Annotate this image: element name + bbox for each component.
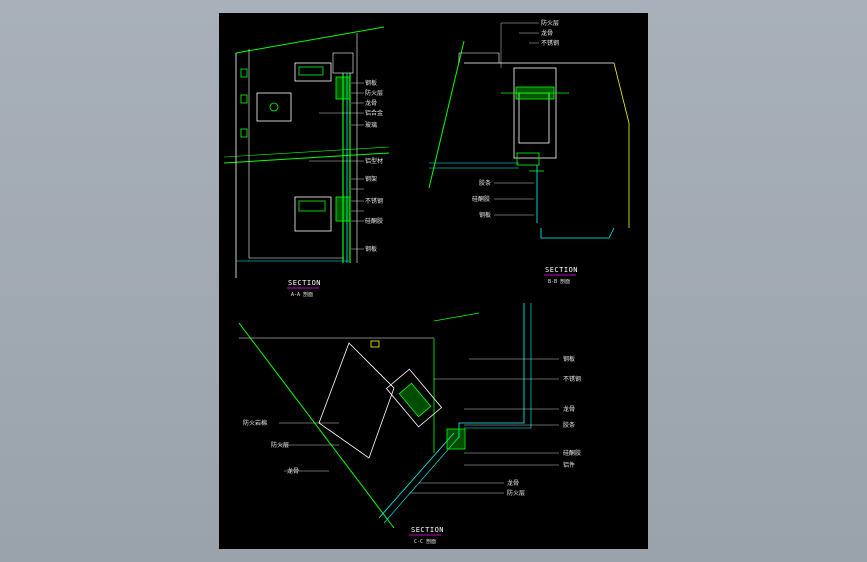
label-a-10: 钢板 — [365, 245, 377, 253]
mullion-box — [513, 67, 557, 159]
slab-line-mid — [223, 152, 390, 164]
hanger — [370, 340, 380, 348]
label-a-3: 龙骨 — [365, 99, 377, 107]
slab-diagonal-c — [238, 322, 395, 529]
label-c-4: 钢板 — [563, 355, 575, 363]
caption-b: SECTION — [545, 266, 578, 274]
bolt-1 — [240, 68, 248, 78]
slab-line-top — [235, 26, 385, 54]
glass-c — [378, 432, 455, 519]
label-b-4: 胶条 — [479, 179, 491, 187]
bracket-upper-inner — [298, 66, 324, 76]
leader-lines-c — [279, 358, 559, 494]
caption-a: SECTION — [288, 279, 321, 287]
labels-detail-c: 防火岩棉 防火层 龙骨 钢板 不锈钢 龙骨 胶条 硅酮胶 铝件 龙骨 防火层 S… — [243, 355, 581, 545]
drawing-sheet: 钢板 防火层 龙骨 铝合金 玻璃 铝型材 钢架 不锈钢 硅酮胶 钢板 SECTI… — [219, 13, 648, 549]
corner-clamp — [446, 428, 466, 450]
clamp-upper — [335, 76, 351, 100]
detail-a — [223, 26, 390, 289]
slab-line-mid-2 — [223, 146, 390, 158]
label-a-9: 硅酮胶 — [365, 217, 383, 225]
finish-c-2 — [464, 303, 532, 429]
glass-c-2 — [383, 436, 460, 524]
slab-top-c — [433, 312, 480, 322]
detail-c — [238, 303, 559, 536]
finish-c — [458, 303, 525, 438]
bolt-2 — [240, 94, 248, 104]
label-c-11: 防火层 — [507, 489, 525, 497]
label-a-1: 钢板 — [365, 79, 377, 87]
labels-detail-b: 防火层 龙骨 不锈钢 胶条 硅酮胶 钢板 SECTION B-B 剖面 — [472, 19, 578, 285]
label-b-2: 龙骨 — [541, 29, 553, 37]
mullion-c — [385, 368, 443, 428]
mullion-core — [518, 92, 550, 144]
cad-drawing: 钢板 防火层 龙骨 铝合金 玻璃 铝型材 钢架 不锈钢 硅酮胶 钢板 SECTI… — [223, 19, 630, 545]
label-a-4: 铝合金 — [365, 109, 383, 117]
label-c-2: 防火层 — [271, 441, 289, 449]
bracket-lower — [294, 196, 332, 232]
label-c-8: 硅酮胶 — [563, 449, 581, 457]
label-b-3: 不锈钢 — [541, 39, 559, 47]
label-b-6: 钢板 — [479, 211, 491, 219]
pressure-plate — [516, 152, 540, 166]
labels-detail-a: 钢板 防火层 龙骨 铝合金 玻璃 铝型材 钢架 不锈钢 硅酮胶 钢板 SECTI… — [288, 79, 383, 298]
detail-b — [428, 22, 630, 276]
label-c-5: 不锈钢 — [563, 375, 581, 383]
beam-edge — [613, 62, 630, 124]
label-c-1: 防火岩棉 — [243, 419, 267, 427]
embed-plate — [256, 92, 292, 122]
label-c-6: 龙骨 — [563, 405, 575, 413]
label-a-2: 防火层 — [365, 89, 383, 97]
subcaption-a: A-A 剖面 — [291, 291, 313, 298]
finish-panel — [540, 227, 615, 239]
ceiling-notch — [458, 52, 500, 63]
bolt-3 — [240, 128, 248, 138]
caption-c: SECTION — [411, 526, 444, 534]
label-c-10: 龙骨 — [507, 479, 519, 487]
label-a-8: 不锈钢 — [365, 197, 383, 205]
label-a-6: 铝型材 — [365, 157, 383, 165]
label-c-9: 铝件 — [563, 461, 575, 469]
label-c-3: 龙骨 — [287, 467, 299, 475]
leader-lines-b — [494, 22, 539, 216]
subcaption-c: C-C 剖面 — [414, 538, 436, 545]
bracket-upper — [294, 62, 332, 82]
subcaption-b: B-B 剖面 — [548, 278, 570, 285]
label-b-5: 硅酮胶 — [472, 195, 490, 203]
label-a-7: 钢架 — [365, 175, 377, 183]
slab-diagonal — [428, 40, 465, 189]
cap-top — [332, 52, 354, 74]
connector-c — [398, 382, 432, 418]
label-b-1: 防火层 — [541, 19, 559, 27]
clamp-lower — [335, 196, 351, 222]
column-c — [318, 342, 395, 459]
leader-lines-a — [309, 82, 364, 250]
label-a-5: 玻璃 — [365, 121, 377, 129]
bracket-lower-inner — [298, 200, 326, 212]
label-c-7: 胶条 — [563, 421, 575, 429]
anchor-bolt — [269, 102, 279, 112]
